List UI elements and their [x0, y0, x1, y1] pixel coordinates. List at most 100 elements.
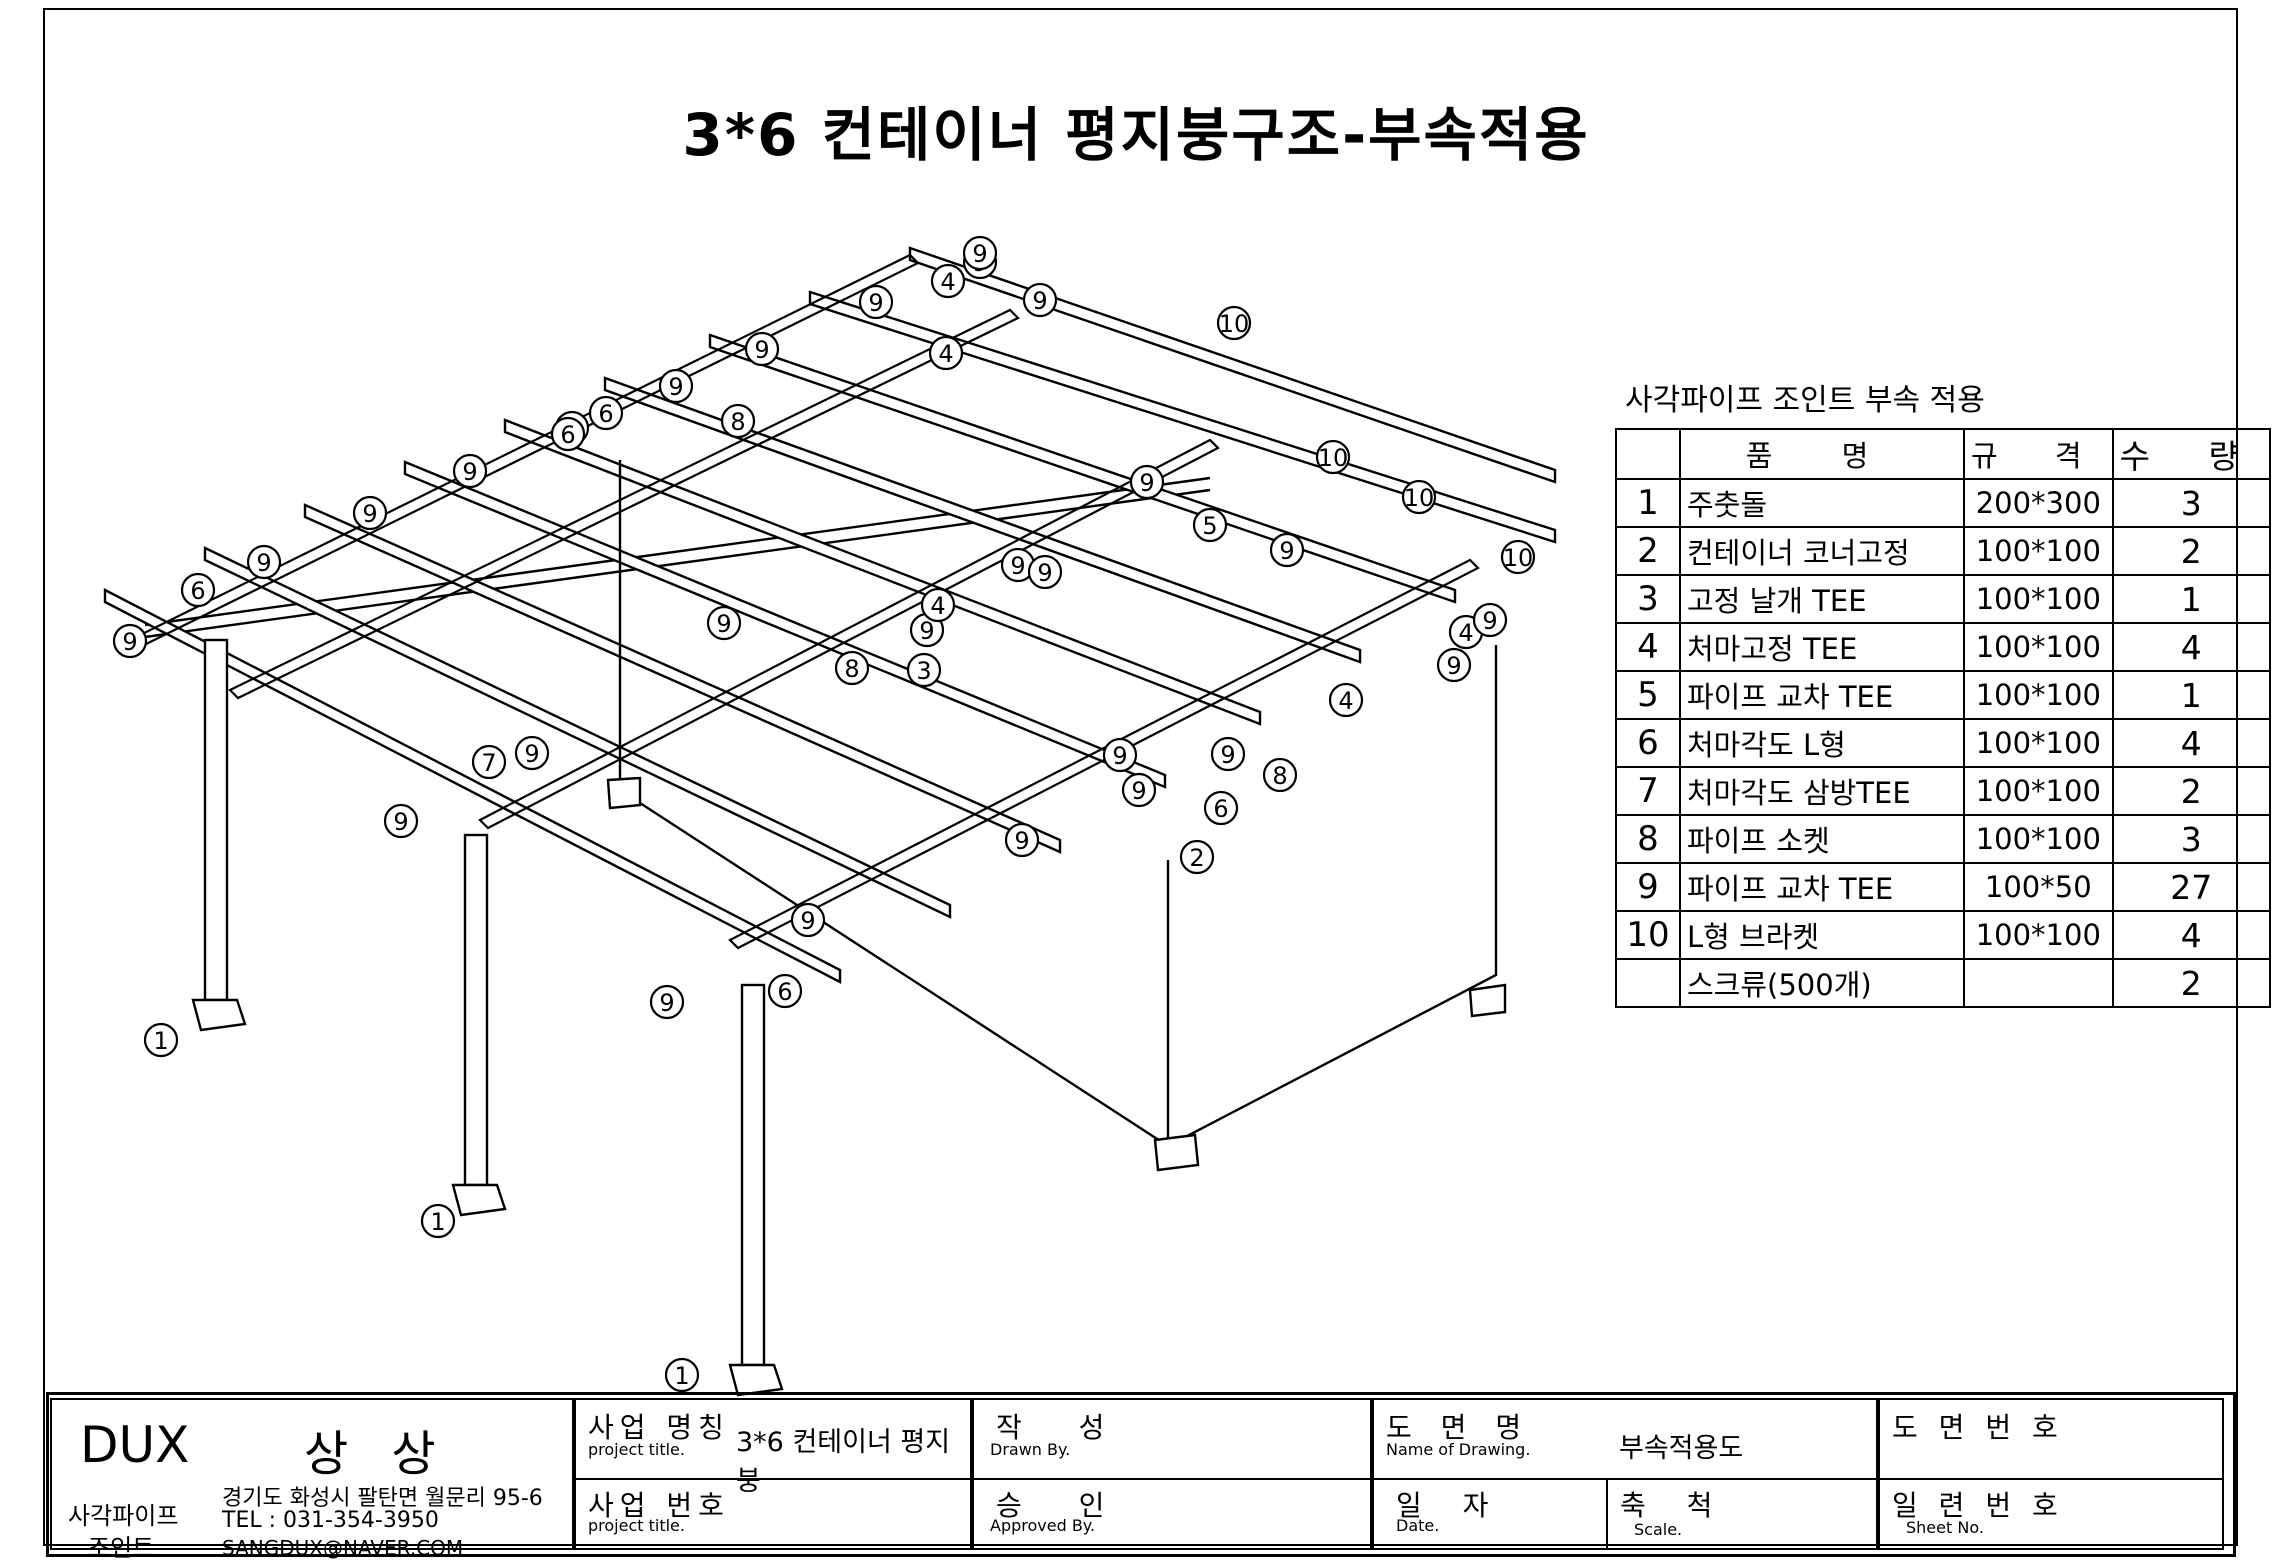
- callout-bubble: 9: [858, 284, 894, 320]
- sheet-no-cell: 일 련 번 호 Sheet No.: [1878, 1478, 2224, 1550]
- callout-number: 9: [524, 740, 539, 768]
- rafter-pipe: [103, 588, 842, 984]
- brand-line-1: 사각파이프: [68, 1502, 179, 1530]
- callout-circle: [246, 544, 282, 580]
- sheet-no-label: 일 련 번 호: [1892, 1489, 2064, 1522]
- callout-circle: [858, 284, 894, 320]
- drawn-by-cell: 작 성 Drawn By.: [972, 1398, 1372, 1480]
- brand-line-2: 조인트: [88, 1534, 155, 1562]
- row-quantity: 4: [2111, 910, 2271, 960]
- callout-number: 4: [938, 340, 953, 368]
- approved-by-cell: 승 인 Approved By.: [972, 1478, 1372, 1550]
- date-label-en: Date.: [1396, 1516, 1440, 1535]
- cross-beam: [728, 558, 1480, 950]
- footing-stone: [191, 998, 247, 1032]
- callout-bubble: 1: [664, 1357, 700, 1393]
- row-quantity: 3: [2111, 478, 2271, 528]
- callout-circle: [1179, 839, 1215, 875]
- callout-circle: [1102, 737, 1138, 773]
- callout-circle: [706, 605, 742, 641]
- callout-circle: [1401, 479, 1437, 515]
- callout-bubble: 9: [246, 544, 282, 580]
- callout-bubble: 8: [1262, 757, 1298, 793]
- callout-circle: [962, 235, 998, 271]
- parts-table-row: 스크류(500개)2: [1615, 958, 2271, 1008]
- callout-bubble: 4: [1328, 682, 1364, 718]
- callout-bubble: 10: [1401, 479, 1437, 515]
- callout-circle: [452, 453, 488, 489]
- drawn-by-label: 작 성: [996, 1411, 1129, 1444]
- callout-circle: [767, 973, 803, 1009]
- callout-circle: [180, 572, 216, 608]
- row-quantity: 2: [2111, 766, 2271, 816]
- row-part-name: 컨테이너 코너고정: [1679, 526, 1965, 576]
- approved-by-label: 승 인: [996, 1489, 1129, 1522]
- callout-number: 9: [1131, 777, 1146, 805]
- row-part-name: L형 브라켓: [1679, 910, 1965, 960]
- callout-number: 10: [1219, 310, 1250, 338]
- callout-number: 9: [1032, 287, 1047, 315]
- rafter-pipe: [503, 418, 1262, 726]
- callout-bubble: 3: [906, 652, 942, 688]
- callout-number: 6: [190, 577, 205, 605]
- row-number: 1: [1615, 478, 1681, 528]
- callout-circle: [1500, 539, 1536, 575]
- callout-number: 3: [916, 657, 931, 685]
- row-part-name: 파이프 교차 TEE: [1679, 670, 1965, 720]
- callout-circle: [1203, 790, 1239, 826]
- rafter-pipe: [708, 333, 1457, 604]
- company-cell: DUX 상 상 사각파이프 조인트 경기도 화성시 팔탄면 월문리 95-6 T…: [50, 1398, 574, 1562]
- callout-circle: [514, 735, 550, 771]
- callout-number: 9: [1446, 652, 1461, 680]
- row-spec: 100*100: [1963, 670, 2114, 720]
- row-spec: 100*100: [1963, 718, 2114, 768]
- callout-circle: [1216, 305, 1252, 341]
- drawing-name-label-en: Name of Drawing.: [1386, 1440, 1531, 1459]
- callout-bubble: 9: [514, 735, 550, 771]
- cross-beam: [478, 438, 1220, 830]
- callout-bubble: 10: [1315, 439, 1351, 475]
- callout-bubble: 10: [1500, 539, 1536, 575]
- callout-number: 9: [1482, 607, 1497, 635]
- row-spec: 100*100: [1963, 574, 2114, 624]
- row-number: 10: [1615, 910, 1681, 960]
- callout-number: 2: [1189, 844, 1204, 872]
- callout-bubble: 4: [930, 263, 966, 299]
- callout-bubble: 8: [834, 650, 870, 686]
- drawing-no-label: 도 면 번 호: [1892, 1411, 2064, 1444]
- callout-circle: [1472, 602, 1508, 638]
- project-name-value: 3*6 컨테이너 평지붕: [736, 1427, 951, 1497]
- header-qty: 수 량: [2111, 428, 2271, 480]
- callout-circle: [588, 395, 624, 431]
- callout-circle: [143, 1022, 179, 1058]
- row-number: 5: [1615, 670, 1681, 720]
- callout-number: 8: [844, 655, 859, 683]
- eave-beam-front: [144, 476, 1211, 627]
- callout-number: 9: [659, 989, 674, 1017]
- callout-number: 9: [122, 628, 137, 656]
- callout-bubble: 9: [1472, 602, 1508, 638]
- callout-circle: [1022, 282, 1058, 318]
- container-footing: [1153, 1133, 1200, 1172]
- callout-bubble: 6: [767, 973, 803, 1009]
- callout-number: 7: [481, 749, 496, 777]
- callout-circle: [744, 331, 780, 367]
- callout-number: 9: [972, 240, 987, 268]
- drawn-by-label-en: Drawn By.: [990, 1440, 1071, 1459]
- callout-bubble: 9: [658, 368, 694, 404]
- row-number: 7: [1615, 766, 1681, 816]
- project-name-label-en: project title.: [588, 1440, 685, 1459]
- callout-bubble: 6: [1203, 790, 1239, 826]
- callout-circle: [720, 403, 756, 439]
- dummy-hidden: [760, 835, 1230, 895]
- support-post: [463, 833, 489, 1187]
- company-name-ko: 상 상: [304, 1426, 450, 1482]
- callout-circle: [420, 1203, 456, 1239]
- sheet-no-label-en: Sheet No.: [1906, 1518, 1984, 1537]
- callout-circle: [834, 650, 870, 686]
- callout-circle: [906, 652, 942, 688]
- callout-bubble: 9: [706, 605, 742, 641]
